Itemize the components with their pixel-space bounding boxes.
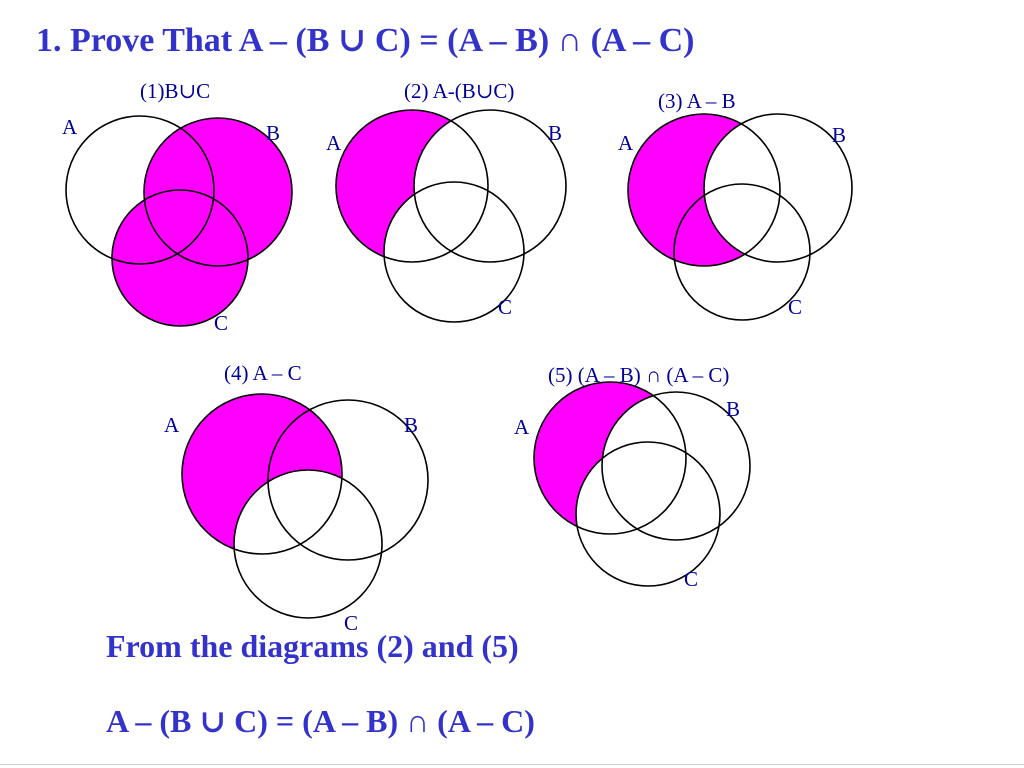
venn-diagram-2: (2) A-(B∪C) A B C <box>326 79 567 323</box>
diagram-4-circle-c <box>233 469 383 619</box>
diagram-5-label-b: B <box>726 397 740 421</box>
diagram-4-label-c: C <box>344 611 358 635</box>
diagram-5-shaded-region <box>526 376 696 546</box>
diagram-1-circle-a <box>65 115 215 265</box>
venn-diagram-3: (3) A – B A B C <box>618 89 853 321</box>
diagram-1-circle-b <box>143 117 293 267</box>
slide-title: 1. Prove That A – (B ∪ C) = (A – B) ∩ (A… <box>36 22 695 59</box>
diagram-5-circle-a <box>533 381 687 535</box>
diagram-1-circle-c <box>111 189 249 327</box>
diagram-1-label-c: C <box>214 311 228 335</box>
diagram-4-shaded-region <box>176 390 356 570</box>
diagram-4-circle-b <box>267 399 429 561</box>
diagram-3-shaded-region <box>620 100 790 280</box>
venn-diagram-4: (4) A – C A B C <box>164 361 429 635</box>
diagram-4-circle-a <box>181 393 343 555</box>
diagram-2-caption: (2) A-(B∪C) <box>404 79 514 103</box>
venn-diagram-1: (1)B∪C A B C <box>62 79 293 335</box>
diagram-3-circle-c <box>673 183 811 321</box>
diagram-2-circle-a <box>335 109 489 263</box>
diagram-3-label-b: B <box>832 123 846 147</box>
diagram-5-circle-b <box>601 391 751 541</box>
diagram-3-label-a: A <box>618 131 634 155</box>
divider <box>0 764 1024 765</box>
diagram-4-label-a: A <box>164 413 180 437</box>
diagram-4-label-b: B <box>404 413 418 437</box>
diagram-2-shaded-region <box>330 100 500 280</box>
diagram-2-label-b: B <box>548 121 562 145</box>
diagram-3-circle-a <box>627 113 781 267</box>
diagram-4-caption: (4) A – C <box>224 361 302 385</box>
conclusion-equation: A – (B ∪ C) = (A – B) ∩ (A – C) <box>106 703 535 739</box>
diagram-1-label-a: A <box>62 115 78 139</box>
diagram-5-label-a: A <box>514 415 530 439</box>
diagram-2-circle-c <box>383 181 525 323</box>
diagram-1-label-b: B <box>266 121 280 145</box>
diagram-2-label-a: A <box>326 131 342 155</box>
diagram-3-label-c: C <box>788 295 802 319</box>
diagram-5-label-c: C <box>684 567 698 591</box>
diagram-1-shaded-region <box>112 118 292 326</box>
conclusion-text: From the diagrams (2) and (5) <box>106 628 519 664</box>
diagram-3-circle-b <box>703 113 853 263</box>
diagram-1-caption: (1)B∪C <box>140 79 210 103</box>
venn-diagram-5: (5) (A – B) ∩ (A – C) A B C <box>514 363 751 591</box>
diagram-2-label-c: C <box>498 295 512 319</box>
diagram-5-circle-c <box>575 441 721 587</box>
diagram-2-circle-b <box>413 109 567 263</box>
